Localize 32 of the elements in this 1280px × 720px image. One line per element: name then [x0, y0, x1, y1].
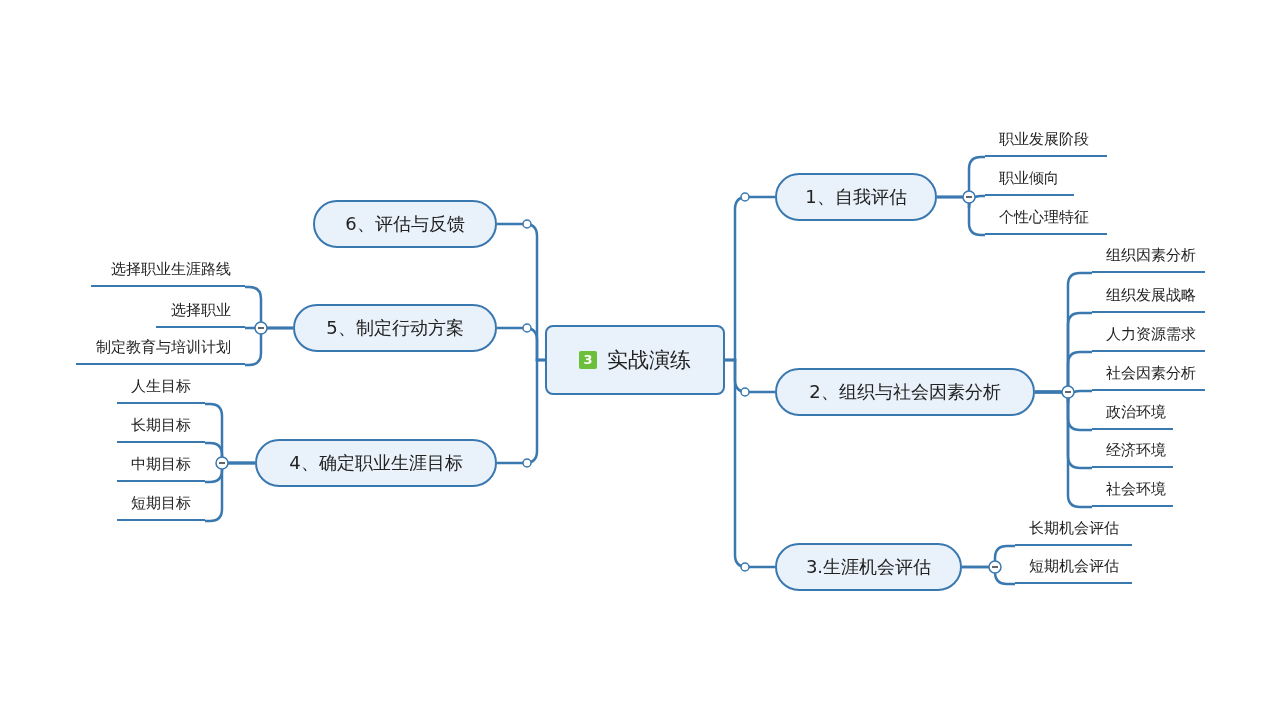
topic-box: 6、评估与反馈 [313, 200, 497, 248]
subtopic-label: 个性心理特征 [985, 203, 1107, 235]
subtopic-label: 制定教育与培训计划 [76, 333, 245, 365]
topic-box: 4、确定职业生涯目标 [255, 439, 497, 487]
priority-badge: 3 [579, 351, 597, 369]
subtopic-label: 人生目标 [117, 372, 205, 404]
subtopic-label: 选择职业 [156, 296, 245, 328]
subtopic-label: 社会因素分析 [1092, 359, 1205, 391]
topic-box: 5、制定行动方案 [293, 304, 497, 352]
topic-box: 1、自我评估 [775, 173, 937, 221]
subtopic-label: 人力资源需求 [1092, 320, 1205, 352]
subtopic-label: 中期目标 [117, 450, 205, 482]
topic-box: 3.生涯机会评估 [775, 543, 962, 591]
subtopic-label: 政治环境 [1092, 398, 1173, 430]
subtopic-label: 经济环境 [1092, 436, 1173, 468]
subtopic-label: 长期目标 [117, 411, 205, 443]
connector [497, 222, 545, 362]
subtopic-label: 社会环境 [1092, 475, 1173, 507]
subtopic-label: 短期机会评估 [1015, 552, 1132, 584]
connector [1035, 390, 1092, 509]
subtopic-label: 职业倾向 [985, 164, 1074, 196]
topic-box: 2、组织与社会因素分析 [775, 368, 1035, 416]
subtopic-label: 选择职业生涯路线 [91, 255, 245, 287]
topic-title: 实战演练 [607, 347, 691, 374]
subtopic-label: 职业发展阶段 [985, 125, 1107, 157]
connector [962, 565, 1015, 586]
subtopic-label: 短期目标 [117, 489, 205, 521]
subtopic-label: 组织发展战略 [1092, 281, 1205, 313]
subtopic-label: 长期机会评估 [1015, 514, 1132, 546]
connector [725, 358, 775, 569]
central-topic-box [545, 325, 725, 395]
subtopic-label: 组织因素分析 [1092, 241, 1205, 273]
